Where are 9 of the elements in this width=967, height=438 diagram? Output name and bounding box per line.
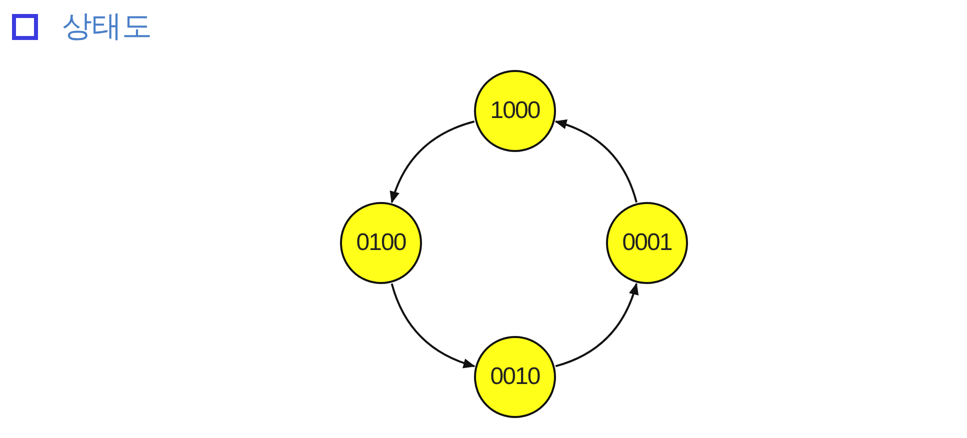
title: 상태도 (62, 8, 152, 46)
state-circle: 0100 (340, 202, 422, 284)
arrow (390, 283, 476, 368)
arrow (554, 120, 638, 203)
arrow (390, 120, 475, 204)
state-circle: 0010 (474, 336, 556, 418)
arrow (555, 282, 638, 368)
state-circle: 0001 (606, 202, 688, 284)
state-circle: 1000 (474, 70, 556, 152)
